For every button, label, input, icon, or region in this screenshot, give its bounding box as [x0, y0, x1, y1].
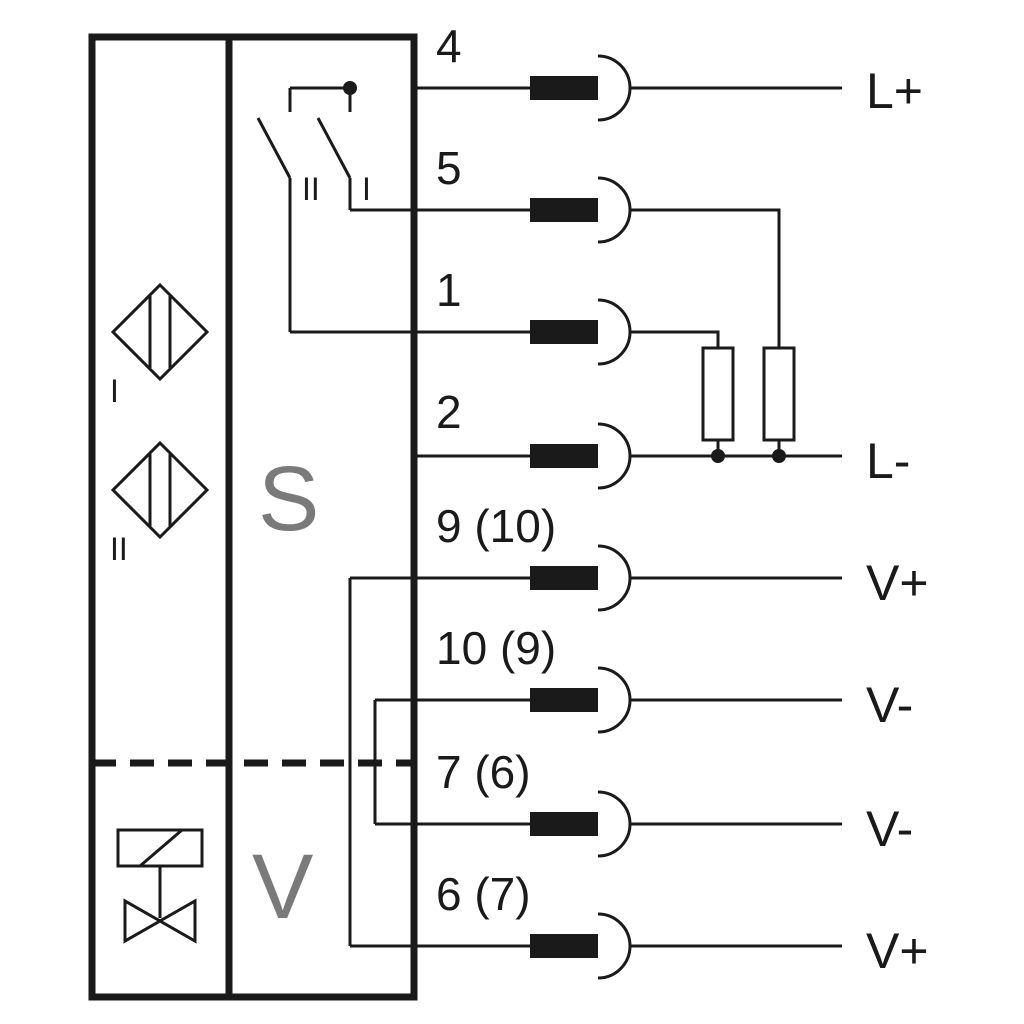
valve-module-label: V — [252, 836, 313, 938]
module-outline — [88, 33, 418, 1001]
proximity-sensor-icon — [110, 440, 210, 540]
plug-connector — [530, 666, 632, 734]
terminal-number: 6 (7) — [436, 868, 531, 920]
switch-label-ii: II — [302, 171, 320, 207]
junction-dot — [711, 449, 725, 463]
plug-connector — [530, 422, 632, 490]
junction-dot — [772, 449, 786, 463]
plug-connector — [530, 54, 632, 122]
terminal-number: 5 — [436, 142, 462, 194]
sensor-label-i: I — [110, 373, 119, 409]
terminal-rows — [414, 54, 632, 980]
plug-connector — [530, 544, 632, 612]
plug-connector — [530, 298, 632, 366]
output-label: L+ — [866, 63, 923, 119]
load-resistor — [762, 346, 796, 442]
switch-i — [316, 117, 352, 179]
load-resistor — [701, 346, 735, 442]
switch-ii — [256, 117, 292, 179]
module-housing — [88, 33, 418, 1001]
plug-connector — [530, 176, 632, 244]
output-label: V+ — [866, 923, 929, 979]
terminal-number: 7 (6) — [436, 746, 531, 798]
terminal-number: 10 (9) — [436, 622, 556, 674]
output-label: V- — [866, 801, 913, 857]
terminal-number: 1 — [436, 264, 462, 316]
switch-label-i: I — [362, 171, 371, 207]
plug-connector — [530, 790, 632, 858]
proximity-sensor-icon — [110, 282, 210, 382]
junction-dot — [343, 81, 357, 95]
terminal-number: 2 — [436, 386, 462, 438]
external-wiring — [630, 86, 842, 948]
switch-wiring — [256, 81, 414, 334]
output-label: L- — [866, 433, 910, 489]
output-label: V- — [866, 677, 913, 733]
terminal-number: 9 (10) — [436, 500, 556, 552]
plug-connector — [530, 912, 632, 980]
sensor-label-ii: II — [110, 531, 128, 567]
terminal-number: 4 — [436, 20, 462, 72]
output-label: V+ — [866, 555, 929, 611]
sensor-module-label: S — [258, 448, 319, 550]
valve-wiring — [348, 576, 414, 948]
solenoid-valve-icon — [116, 828, 204, 944]
